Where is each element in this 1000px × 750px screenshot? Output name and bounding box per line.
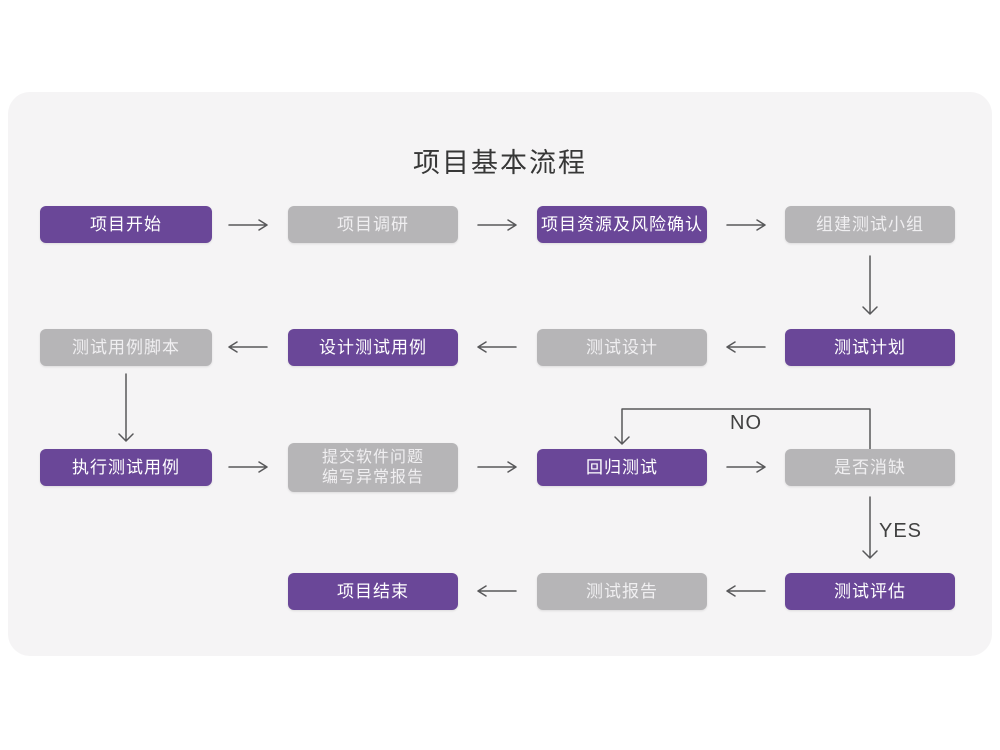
node-execute-test-case: 执行测试用例: [40, 449, 212, 486]
edge-label-no: NO: [730, 412, 762, 434]
node-label: 项目资源及风险确认: [541, 214, 703, 234]
node-label: 测试设计: [586, 337, 658, 357]
node-label-line1: 提交软件问题: [321, 448, 424, 466]
node-defect-cleared: 是否消缺: [785, 449, 955, 486]
node-label: 是否消缺: [834, 457, 906, 477]
node-test-case-script: 测试用例脚本: [40, 329, 212, 366]
node-project-start: 项目开始: [40, 206, 212, 243]
node-label: 项目开始: [90, 214, 162, 234]
node-label: 项目结束: [337, 581, 409, 601]
node-label: 测试计划: [834, 337, 906, 357]
node-label: 项目调研: [337, 214, 409, 234]
page-title: 项目基本流程: [413, 148, 587, 178]
node-label: 设计测试用例: [319, 337, 427, 357]
edge-label-yes: YES: [879, 520, 923, 542]
node-test-evaluate: 测试评估: [785, 573, 955, 610]
flowchart-card: [8, 92, 992, 656]
node-project-end: 项目结束: [288, 573, 458, 610]
node-build-test-team: 组建测试小组: [785, 206, 955, 243]
node-design-test-case: 设计测试用例: [288, 329, 458, 366]
node-label-line2: 编写异常报告: [321, 468, 424, 486]
node-regression-test: 回归测试: [537, 449, 707, 486]
node-label: 组建测试小组: [816, 214, 924, 234]
node-test-report: 测试报告: [537, 573, 707, 610]
node-label: 测试评估: [834, 581, 906, 601]
node-label: 测试报告: [586, 581, 658, 601]
node-project-risk-confirm: 项目资源及风险确认: [537, 206, 707, 243]
node-label: 执行测试用例: [72, 457, 180, 477]
node-submit-issue-report: 提交软件问题 编写异常报告: [288, 443, 458, 492]
node-project-research: 项目调研: [288, 206, 458, 243]
node-label: 回归测试: [586, 457, 658, 477]
node-label: 测试用例脚本: [72, 337, 180, 357]
node-test-design: 测试设计: [537, 329, 707, 366]
node-test-plan: 测试计划: [785, 329, 955, 366]
